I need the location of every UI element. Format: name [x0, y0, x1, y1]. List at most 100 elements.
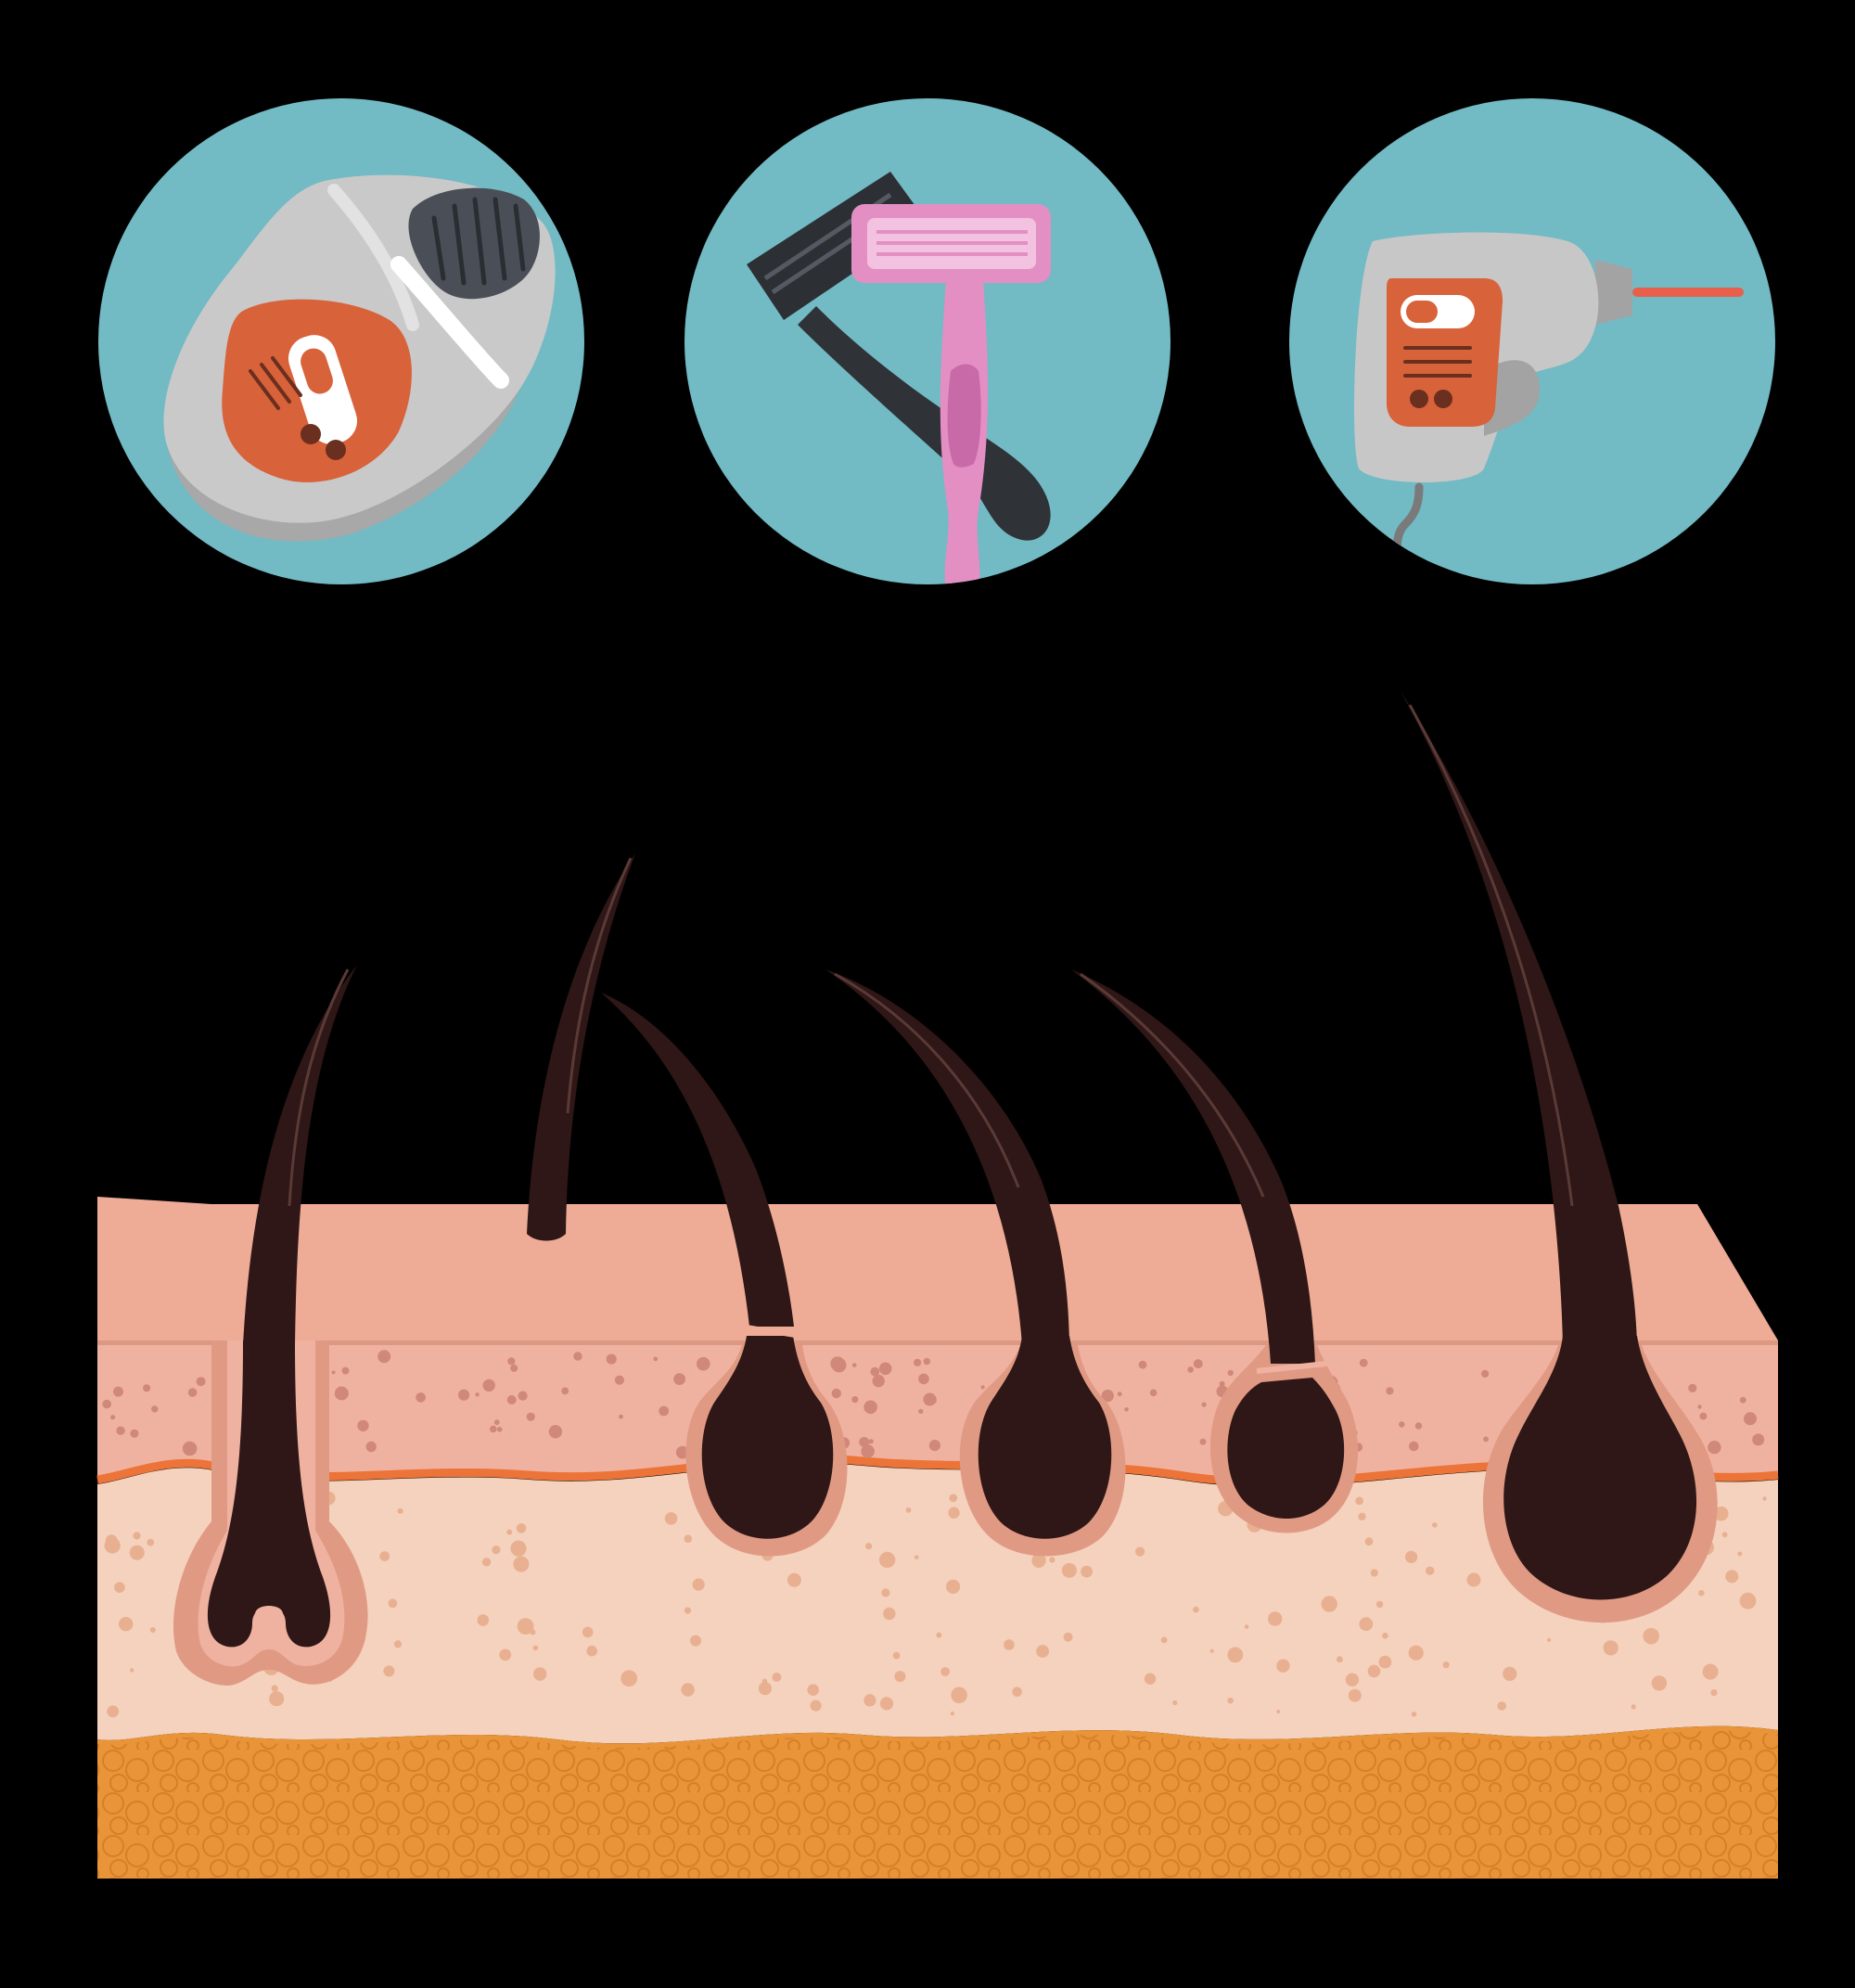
- epilator-vent-lines: [249, 356, 302, 410]
- dermis-dot: [506, 1529, 513, 1535]
- epidermis-dot: [518, 1391, 528, 1401]
- dermis-dot: [586, 1645, 597, 1657]
- epidermis-dot: [196, 1377, 206, 1387]
- epidermis-dot: [1752, 1433, 1765, 1446]
- epidermis-dot: [102, 1399, 111, 1409]
- hair-shaft-5: [1071, 969, 1315, 1364]
- hair-papilla-1: [255, 1606, 283, 1647]
- epidermis-dot: [851, 1363, 857, 1367]
- epidermis-dot: [1699, 1412, 1708, 1420]
- epidermis-dot: [619, 1414, 623, 1419]
- dermis-dot: [1012, 1687, 1022, 1697]
- dermis-dot: [133, 1532, 141, 1540]
- dermis-dot: [940, 1667, 950, 1676]
- epidermis-dot: [365, 1441, 377, 1453]
- hair-bulb-1: [207, 1340, 331, 1648]
- epidermis-dot: [416, 1392, 426, 1403]
- epidermis-dot: [1688, 1383, 1697, 1392]
- dermis-dot: [905, 1507, 912, 1513]
- dermis-dot: [1276, 1659, 1290, 1673]
- hair-shaved-at-surface: [601, 993, 848, 1557]
- epidermis-dot: [697, 1356, 710, 1371]
- dermis-dot: [810, 1699, 822, 1712]
- dermis-dot: [1725, 1570, 1739, 1584]
- dermis-dot: [1193, 1606, 1199, 1613]
- dermis-dot: [532, 1645, 539, 1651]
- epidermis-dot: [1708, 1441, 1721, 1455]
- dermis-dot: [620, 1670, 638, 1687]
- dermis-dot: [692, 1578, 705, 1591]
- dermis-dot: [684, 1607, 692, 1614]
- epidermis-dot: [1359, 1358, 1368, 1367]
- dermis-dot: [883, 1607, 896, 1621]
- dermis-dot: [510, 1540, 527, 1557]
- dermis-dot: [1631, 1704, 1636, 1710]
- dermis-dot: [1345, 1673, 1360, 1687]
- dermis-dot: [1355, 1496, 1363, 1506]
- epidermis-dot: [130, 1429, 139, 1438]
- epidermis-dot: [116, 1426, 125, 1435]
- dermis-dot: [950, 1712, 954, 1716]
- epidermis-dot: [868, 1439, 874, 1444]
- hair-cut-short: [527, 853, 635, 1241]
- epidermis-dot: [561, 1387, 569, 1395]
- hair-in-follicle-growing: [173, 965, 368, 1686]
- dermis-dot: [477, 1614, 490, 1626]
- dermis-dot: [533, 1667, 547, 1681]
- epidermis-dot: [980, 1385, 985, 1390]
- dermis-dot: [1244, 1624, 1249, 1629]
- dermis-dot: [1031, 1553, 1046, 1569]
- epidermis-dot: [526, 1412, 535, 1421]
- dermis-dot: [1359, 1617, 1374, 1632]
- dermis-dot: [107, 1705, 120, 1718]
- dermis-dot: [1762, 1496, 1767, 1501]
- dermis-dot: [104, 1537, 121, 1554]
- dermis-dot: [664, 1512, 678, 1525]
- dermis-dot: [383, 1665, 395, 1677]
- epidermis-dot: [573, 1352, 582, 1361]
- epidermis-dot: [1697, 1404, 1702, 1409]
- epidermis-dot: [506, 1395, 517, 1404]
- laser-switch-knob: [1406, 301, 1438, 323]
- dermis-dot: [690, 1635, 701, 1647]
- dermis-dot: [1063, 1632, 1073, 1642]
- pink-razor-blades: [876, 230, 1028, 256]
- epidermis-dot: [1101, 1390, 1114, 1403]
- laser-button-1: [1410, 390, 1428, 408]
- hair-long-mature: [1401, 691, 1718, 1623]
- epilator-tweezer-teeth: [431, 197, 526, 286]
- dermis-dot: [881, 1588, 890, 1597]
- epidermis-dot: [507, 1357, 516, 1366]
- hair-shine-2: [566, 857, 633, 1114]
- dermis-dot: [499, 1648, 512, 1661]
- dermis-dot: [1227, 1647, 1244, 1663]
- epidermis-dot: [151, 1405, 159, 1413]
- epidermis-dot: [653, 1356, 659, 1362]
- dermis-dot: [951, 1687, 967, 1704]
- epilator-highlight-bar: [390, 256, 509, 389]
- hair-cut-line-3: [743, 1324, 799, 1339]
- epidermis-dot: [182, 1441, 198, 1456]
- epidermis-dot: [187, 1388, 198, 1397]
- skin-dermis: [97, 1463, 1778, 1744]
- dermis-dot: [582, 1626, 594, 1638]
- dermis-dot: [1004, 1639, 1015, 1650]
- dermis-dot: [772, 1673, 782, 1682]
- dermis-dot: [1348, 1688, 1362, 1702]
- epidermis-dot: [673, 1373, 685, 1385]
- epilator-icon: [98, 98, 584, 584]
- epidermis-dot: [1748, 1417, 1754, 1424]
- epidermis-dot: [830, 1356, 845, 1371]
- skin-cross-section: [96, 1197, 1779, 1879]
- dermis-dot: [1702, 1663, 1719, 1680]
- dermis-dot: [1442, 1661, 1450, 1669]
- hair-shaft-4: [825, 969, 1069, 1345]
- dermis-dot: [1378, 1655, 1392, 1669]
- epidermis-dot: [864, 1400, 877, 1415]
- dermis-dot: [681, 1683, 695, 1697]
- dermis-dot: [1603, 1640, 1618, 1656]
- laser-vent-lines: [1403, 346, 1472, 378]
- dermis-dot: [147, 1538, 155, 1546]
- epidermis-dot: [859, 1437, 870, 1447]
- dermis-dot: [1375, 1600, 1384, 1609]
